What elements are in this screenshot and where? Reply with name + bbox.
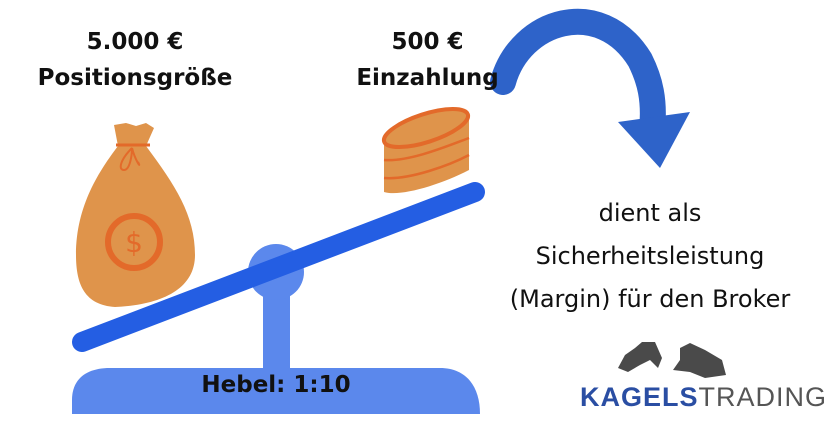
deposit-caption: Einzahlung [356,65,499,91]
kagelstrading-logo: KAGELSTRADING [580,382,827,413]
logo-part-1: KAGELS [580,382,699,412]
description-line-2: Sicherheitsleistung [535,242,765,270]
position-size-caption: Positionsgröße [37,65,233,91]
position-size-amount: 5.000 € [86,29,184,55]
curved-arrow-icon [490,8,690,168]
margin-description: dient als Sicherheitsleistung (Margin) f… [470,192,830,321]
position-size-label: 5.000 € Positionsgröße [20,24,250,96]
coin-stack-icon [381,106,471,194]
leverage-label: Hebel: 1:10 [201,372,351,398]
scale-beam [72,182,485,352]
description-line-1: dient als [598,199,702,227]
deposit-amount: 500 € [391,29,464,55]
logo-part-2: TRADING [698,382,828,412]
dollar-icon: $ [125,226,143,259]
bull-bear-logo-icon [618,342,726,378]
description-line-3: (Margin) für den Broker [509,285,791,313]
deposit-label: 500 € Einzahlung [340,24,515,96]
scale-base [72,368,480,414]
money-bag-icon: $ [76,123,195,307]
